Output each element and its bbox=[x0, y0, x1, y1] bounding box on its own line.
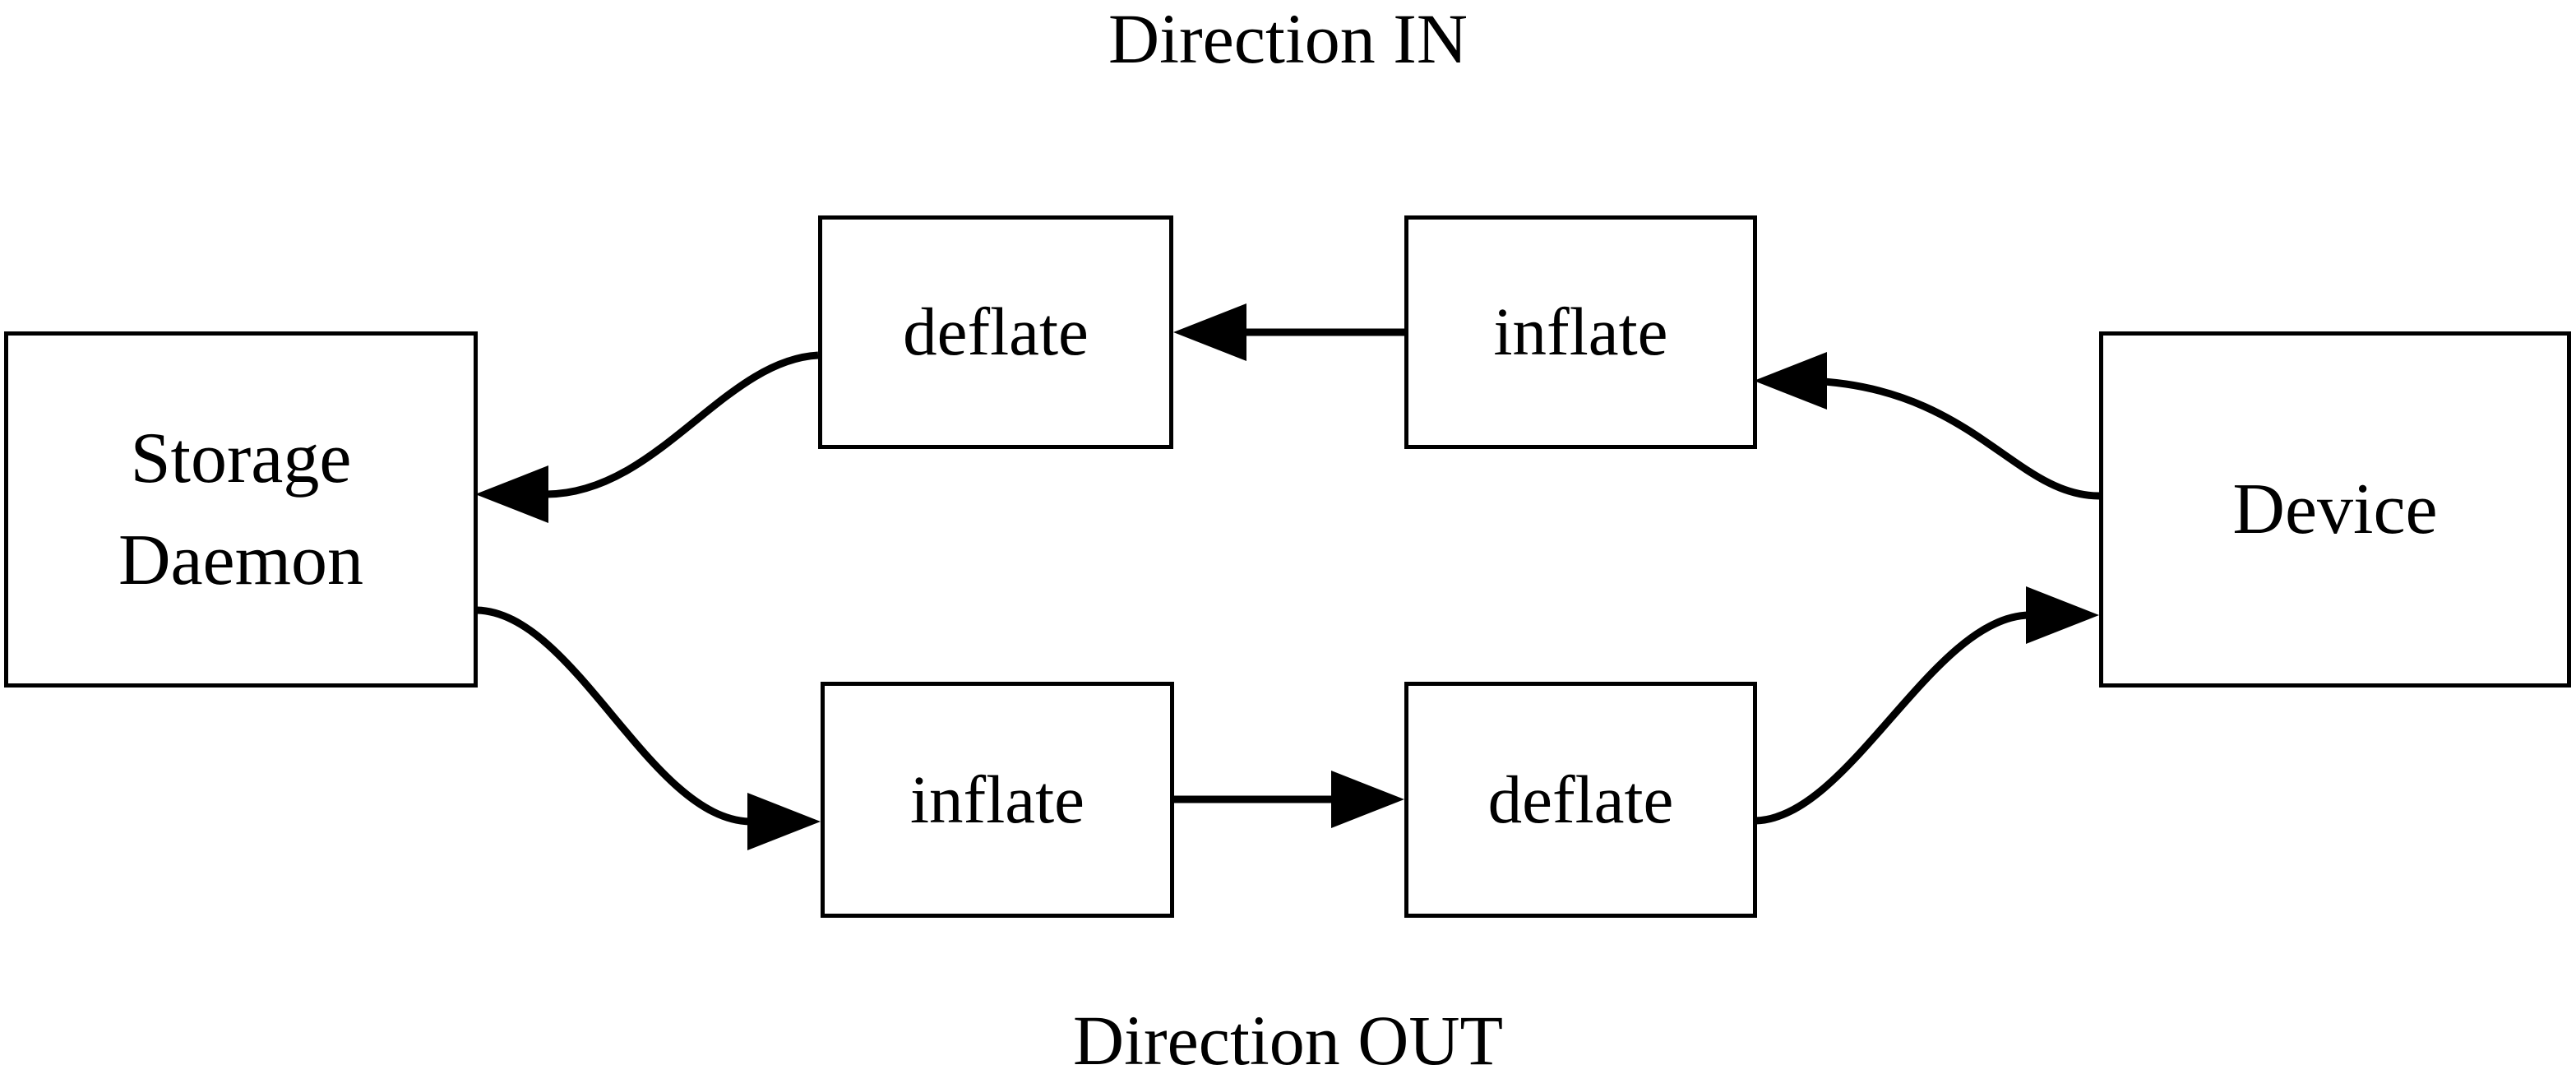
direction-out-caption: Direction OUT bbox=[1072, 1001, 1503, 1080]
edge-deflate-in-to-storage-arrowhead bbox=[475, 465, 548, 523]
edge-device-to-inflate-in-line bbox=[1808, 377, 2100, 500]
edge-deflate-out-to-device-line bbox=[1755, 611, 2030, 825]
edge-storage-to-inflate-out-arrowhead bbox=[747, 793, 821, 850]
node-deflate-in-label: deflate bbox=[903, 294, 1089, 370]
node-deflate-out-label: deflate bbox=[1487, 761, 1674, 837]
node-storage-daemon-label-line2: Daemon bbox=[118, 520, 364, 600]
edge-deflate-out-to-device bbox=[1755, 586, 2099, 825]
edge-deflate-in-to-storage bbox=[475, 351, 819, 523]
node-device-label: Device bbox=[2232, 469, 2438, 549]
edge-inflate-out-to-deflate-out bbox=[1173, 771, 1404, 828]
node-storage-daemon[interactable]: Storage Daemon bbox=[4, 331, 478, 688]
edge-deflate-in-to-storage-line bbox=[546, 351, 819, 498]
node-deflate-out[interactable]: deflate bbox=[1404, 682, 1757, 918]
node-storage-daemon-label-line1: Storage bbox=[130, 419, 352, 499]
edge-storage-to-inflate-out-line bbox=[476, 606, 751, 826]
edge-device-to-inflate-in bbox=[1754, 352, 2100, 500]
edge-storage-to-inflate-out bbox=[476, 606, 821, 850]
edge-inflate-in-to-deflate-in-arrowhead bbox=[1173, 303, 1246, 361]
edge-inflate-out-to-deflate-out-arrowhead bbox=[1331, 771, 1404, 828]
direction-in-caption: Direction IN bbox=[1108, 0, 1468, 78]
node-inflate-in[interactable]: inflate bbox=[1404, 215, 1757, 449]
edge-inflate-in-to-deflate-in bbox=[1173, 303, 1404, 361]
node-inflate-out[interactable]: inflate bbox=[821, 682, 1174, 918]
node-device[interactable]: Device bbox=[2099, 331, 2571, 688]
node-deflate-in[interactable]: deflate bbox=[818, 215, 1173, 449]
edge-deflate-out-to-device-arrowhead bbox=[2026, 586, 2099, 644]
node-inflate-out-label: inflate bbox=[910, 761, 1085, 837]
edge-device-to-inflate-in-arrowhead bbox=[1754, 352, 1827, 410]
node-inflate-in-label: inflate bbox=[1493, 294, 1668, 370]
